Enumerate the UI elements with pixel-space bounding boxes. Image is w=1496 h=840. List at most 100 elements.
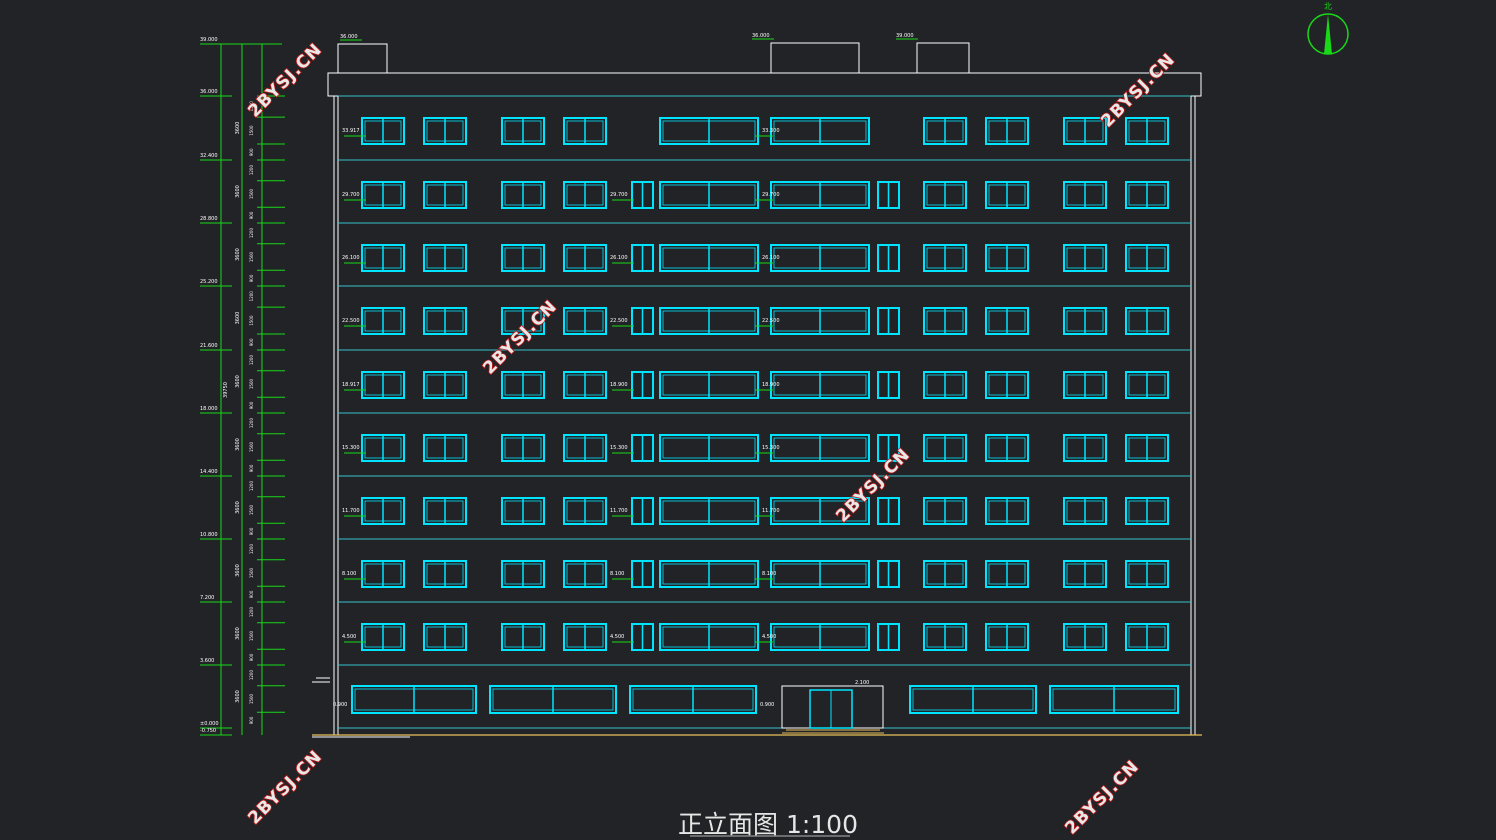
- elevation-label: 36.000: [200, 89, 218, 95]
- roof-structure-right: [916, 42, 970, 74]
- elevation-label: 25.200: [200, 279, 218, 285]
- floor-level-label: 11.700: [342, 508, 360, 514]
- drawing-title: 正立面图 1:100: [678, 810, 858, 839]
- sub-dim-label: 900: [249, 401, 254, 409]
- mid-level-label: 26.100: [610, 255, 628, 261]
- mid-level-label: 22.500: [610, 318, 628, 324]
- mid-level-label: 18.900: [762, 382, 780, 388]
- sub-dim-label: 1500: [249, 693, 254, 704]
- floor-level-label: 33.917: [342, 128, 360, 134]
- entrance-canopy: [781, 685, 884, 729]
- elevation-label: 14.400: [200, 469, 218, 475]
- sub-dim-label: 900: [249, 590, 254, 598]
- sub-dim-label: 1500: [249, 378, 254, 389]
- mid-level-label: 18.900: [610, 382, 628, 388]
- watermarks: 2BYSJ.CN2BYSJ.CN2BYSJ.CN2BYSJ.CN2BYSJ.CN…: [244, 39, 1181, 840]
- north-arrow-icon: [1324, 14, 1332, 54]
- mid-level-label: 15.300: [762, 445, 780, 451]
- sub-dim-label: 1200: [249, 607, 254, 618]
- parapet: [327, 72, 1202, 97]
- sub-dim-label: 1500: [249, 441, 254, 452]
- mid-level-label: 4.500: [762, 634, 776, 640]
- sub-dim-label: 900: [249, 464, 254, 472]
- sub-dim-label: 1200: [249, 544, 254, 555]
- mid-level-label: 11.700: [610, 508, 628, 514]
- sub-dim-label: 1500: [249, 504, 254, 515]
- sub-dim-label: 1200: [249, 355, 254, 366]
- floor-level-label: 18.917: [342, 382, 360, 388]
- elevation-label: ±0.000: [200, 721, 219, 727]
- storey-dim-label: 3600: [235, 627, 241, 640]
- left-dimension-chain: 39.00036.00032.40028.80025.20021.60018.0…: [200, 37, 330, 736]
- sub-dim-label: 900: [249, 274, 254, 282]
- roof-structure-left: [337, 43, 388, 74]
- watermark-text: 2BYSJ.CN: [832, 445, 914, 527]
- mid-level-label: 15.300: [610, 445, 628, 451]
- elevation-label: 21.600: [200, 343, 218, 349]
- sub-dim-label: 1500: [249, 188, 254, 199]
- mid-level-label: 29.700: [610, 192, 628, 198]
- storey-dim-label: 3600: [235, 375, 241, 388]
- storey-dim-label: 3600: [235, 122, 241, 135]
- elevation-label: 3.600: [200, 658, 214, 664]
- sub-dim-label: 1200: [249, 101, 254, 112]
- storey-dim-label: 3600: [235, 185, 241, 198]
- floor-level-label: 8.100: [342, 571, 356, 577]
- total-height-label: 39750: [223, 382, 229, 398]
- sub-dim-label: 1200: [249, 670, 254, 681]
- mid-level-label: 29.700: [762, 192, 780, 198]
- sub-dim-label: 1200: [249, 418, 254, 429]
- elevation-label: 10.800: [200, 532, 218, 538]
- watermark-text: 2BYSJ.CN: [244, 747, 326, 829]
- sub-dim-label: 1200: [249, 291, 254, 302]
- floor-level-label: 22.500: [342, 318, 360, 324]
- sub-dim-label: 1500: [249, 125, 254, 136]
- storey-dim-label: 3600: [235, 564, 241, 577]
- sub-dim-label: 1200: [249, 228, 254, 239]
- floor-level-label: 26.100: [342, 255, 360, 261]
- sub-dim-label: 900: [249, 527, 254, 535]
- mid-level-label: 4.500: [610, 634, 624, 640]
- storey-dim-label: 3600: [235, 312, 241, 325]
- mid-level-label: 22.500: [762, 318, 780, 324]
- sub-dim-label: 900: [249, 653, 254, 661]
- watermark-text: 2BYSJ.CN: [244, 40, 326, 122]
- sub-dim-label: 1500: [249, 251, 254, 262]
- mid-level-label: 8.100: [762, 571, 776, 577]
- sub-dim-label: 900: [249, 716, 254, 724]
- mid-level-label: 33.300: [762, 128, 780, 134]
- building-facade: 33.917 33.300 29.700 29.700 29.700 26.100 26.1…: [312, 33, 1202, 738]
- roof-level-label: 36.000: [752, 33, 770, 39]
- elevation-label: 28.800: [200, 216, 218, 222]
- sub-dim-label: 1500: [249, 315, 254, 326]
- mid-level-label: 8.100: [610, 571, 624, 577]
- elevation-label: 7.200: [200, 595, 214, 601]
- sub-dim-label: 1500: [249, 630, 254, 641]
- elevation-label: 32.400: [200, 153, 218, 159]
- elevation-label: 18.000: [200, 406, 218, 412]
- roof-structure-center: [770, 42, 860, 74]
- storey-dim-label: 3600: [235, 690, 241, 703]
- door-level-label: 2.100: [855, 680, 869, 686]
- storey-dim-label: 3600: [235, 438, 241, 451]
- roof-level-label: 36.000: [340, 34, 358, 40]
- canopy-detail: [312, 677, 330, 683]
- north-arrow: 北: [1307, 2, 1349, 55]
- sub-dim-label: 900: [249, 148, 254, 156]
- sub-dim-label: 900: [249, 338, 254, 346]
- north-label: 北: [1324, 2, 1332, 11]
- ground-level-label: 0.900: [333, 702, 347, 708]
- storey-dim-label: 3600: [235, 248, 241, 261]
- mid-level-label: 11.700: [762, 508, 780, 514]
- sub-dim-label: 900: [249, 211, 254, 219]
- storey-dim-label: 3600: [235, 501, 241, 514]
- sub-dim-label: 1500: [249, 567, 254, 578]
- floor-level-label: 4.500: [342, 634, 356, 640]
- sub-dim-label: 1200: [249, 165, 254, 176]
- mid-level-label: 26.100: [762, 255, 780, 261]
- roof-level-label: 39.000: [896, 33, 914, 39]
- ground-level-label: 0.900: [760, 702, 774, 708]
- sub-dim-label: 1200: [249, 481, 254, 492]
- floor-level-label: 29.700: [342, 192, 360, 198]
